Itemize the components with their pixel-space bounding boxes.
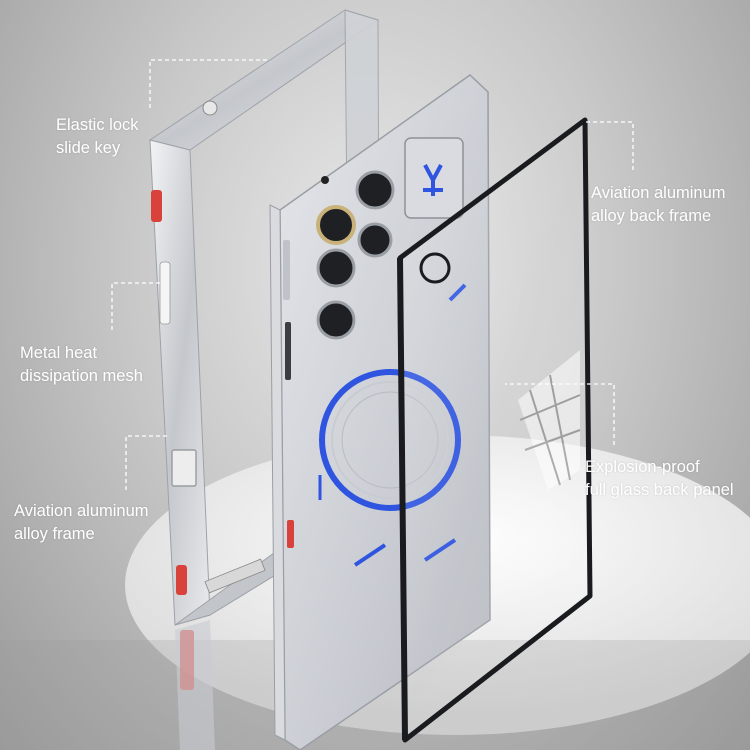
leader-heat-mesh bbox=[111, 282, 160, 330]
callout-elastic-lock: Elastic lock slide key bbox=[56, 114, 139, 160]
leader-elastic-lock bbox=[149, 59, 270, 108]
camera-lens-4 bbox=[316, 248, 356, 288]
leader-glass-panel bbox=[505, 383, 615, 445]
callout-heat-mesh: Metal heat dissipation mesh bbox=[20, 342, 143, 388]
callout-heat-mesh-line2: dissipation mesh bbox=[20, 367, 143, 385]
callout-glass-panel-line1: Explosion-proof bbox=[585, 458, 700, 476]
brand-logo-icon bbox=[423, 164, 443, 196]
camera-lens-1 bbox=[355, 170, 395, 210]
slide-key bbox=[171, 449, 197, 487]
callout-elastic-lock-line2: slide key bbox=[56, 139, 121, 157]
callout-back-frame-line2: alloy back frame bbox=[591, 207, 712, 225]
leader-back-frame bbox=[585, 121, 634, 170]
glass-back-panel bbox=[397, 117, 593, 743]
window-reflection bbox=[518, 350, 581, 490]
camera-lens-5 bbox=[316, 300, 356, 340]
callout-alloy-frame: Aviation aluminum alloy frame bbox=[14, 500, 149, 546]
red-button-top bbox=[151, 190, 162, 222]
red-button-bottom bbox=[176, 565, 187, 595]
mesh-slot bbox=[159, 261, 171, 325]
callout-alloy-frame-line2: alloy frame bbox=[14, 525, 95, 543]
callout-glass-panel-line2: full glass back panel bbox=[585, 481, 734, 499]
callout-back-frame: Aviation aluminum alloy back frame bbox=[591, 182, 726, 228]
phone-red-button bbox=[287, 520, 294, 548]
callout-heat-mesh-line1: Metal heat bbox=[20, 344, 98, 362]
callout-alloy-frame-line1: Aviation aluminum bbox=[14, 502, 149, 520]
camera-lens-3 bbox=[357, 222, 393, 258]
leader-alloy-frame bbox=[125, 435, 170, 490]
camera-lens-2 bbox=[316, 205, 356, 245]
callout-elastic-lock-line1: Elastic lock bbox=[56, 116, 139, 134]
callout-back-frame-line1: Aviation aluminum bbox=[591, 184, 726, 202]
callout-glass-panel: Explosion-proof full glass back panel bbox=[585, 456, 734, 502]
